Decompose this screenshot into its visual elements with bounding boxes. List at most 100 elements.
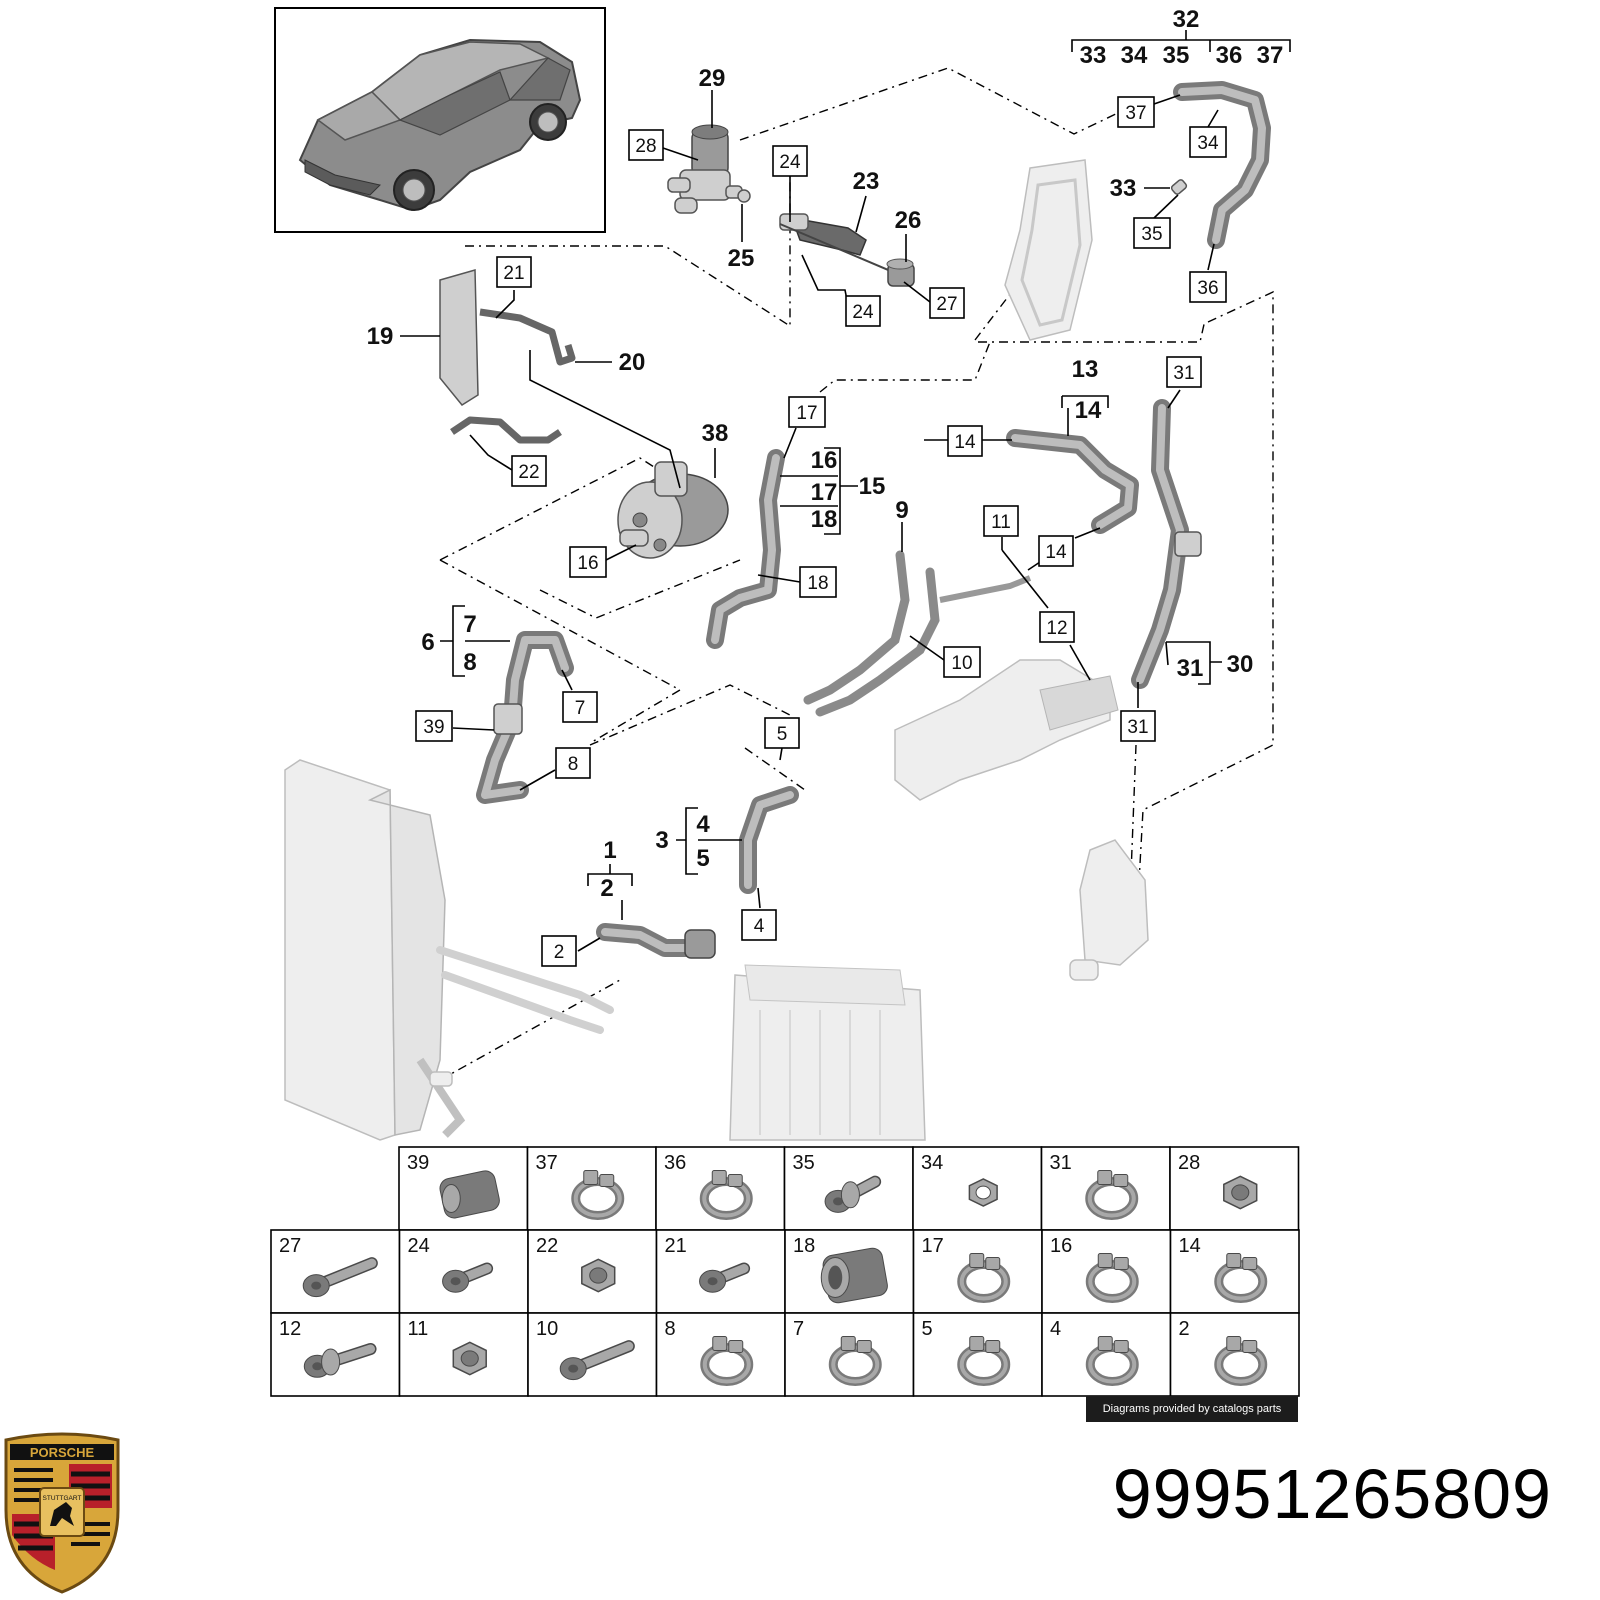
thumbnail-cell-2[interactable]: 2 bbox=[1169, 1312, 1300, 1397]
box-label-8[interactable]: 8 bbox=[555, 747, 591, 779]
thumbnail-cell-39[interactable]: 39 bbox=[398, 1146, 529, 1231]
callout-19[interactable]: 19 bbox=[367, 323, 394, 350]
callout-25[interactable]: 25 bbox=[728, 245, 755, 272]
svg-text:PORSCHE: PORSCHE bbox=[30, 1445, 95, 1460]
box-label-31[interactable]: 31 bbox=[1120, 710, 1156, 742]
thumbnail-cell-7[interactable]: 7 bbox=[784, 1312, 915, 1397]
thumbnail-cell-10[interactable]: 10 bbox=[527, 1312, 658, 1397]
thumbnail-cell-17[interactable]: 17 bbox=[912, 1229, 1043, 1314]
box-label-12[interactable]: 12 bbox=[1039, 611, 1075, 643]
thumbnail-cell-16[interactable]: 16 bbox=[1041, 1229, 1172, 1314]
thumbnail-cell-21[interactable]: 21 bbox=[655, 1229, 786, 1314]
thumbnail-cell-4[interactable]: 4 bbox=[1041, 1312, 1172, 1397]
thumbnail-cell-31[interactable]: 31 bbox=[1040, 1146, 1171, 1231]
front-carrier-bracket bbox=[894, 659, 1119, 801]
box-label-17[interactable]: 17 bbox=[788, 396, 826, 428]
callout-30[interactable]: 30 bbox=[1227, 651, 1254, 678]
callout-13[interactable]: 13 bbox=[1072, 356, 1099, 383]
callout-5[interactable]: 5 bbox=[696, 845, 709, 872]
callout-34-top[interactable]: 34 bbox=[1121, 42, 1148, 69]
thumbnail-cell-11[interactable]: 11 bbox=[398, 1312, 529, 1397]
svg-text:35: 35 bbox=[1141, 224, 1162, 245]
thumbnail-cell-27[interactable]: 27 bbox=[270, 1229, 401, 1314]
callout-26[interactable]: 26 bbox=[895, 207, 922, 234]
callout-38[interactable]: 38 bbox=[702, 420, 729, 447]
callout-31[interactable]: 31 bbox=[1177, 655, 1204, 682]
thumbnail-label: 39 bbox=[407, 1152, 429, 1174]
thumbnail-cell-34[interactable]: 34 bbox=[912, 1146, 1043, 1231]
callout-6[interactable]: 6 bbox=[421, 629, 434, 656]
callout-23[interactable]: 23 bbox=[853, 168, 880, 195]
box-label-35[interactable]: 35 bbox=[1133, 217, 1171, 249]
callout-32[interactable]: 32 bbox=[1173, 6, 1200, 33]
box-label-18[interactable]: 18 bbox=[799, 566, 837, 598]
thumbnail-part-icon bbox=[1223, 1175, 1258, 1210]
thumbnail-cell-12[interactable]: 12 bbox=[270, 1312, 401, 1397]
box-label-31[interactable]: 31 bbox=[1166, 356, 1202, 388]
coolant-hose-3 bbox=[739, 786, 799, 894]
svg-text:24: 24 bbox=[779, 152, 801, 173]
callout-15[interactable]: 15 bbox=[859, 473, 886, 500]
thumbnail-label: 7 bbox=[793, 1318, 804, 1340]
thumbnail-cell-37[interactable]: 37 bbox=[526, 1146, 657, 1231]
callout-33[interactable]: 33 bbox=[1110, 175, 1137, 202]
box-label-22[interactable]: 22 bbox=[511, 455, 547, 487]
box-label-34[interactable]: 34 bbox=[1189, 126, 1227, 158]
thumbnail-cell-22[interactable]: 22 bbox=[527, 1229, 658, 1314]
box-label-4[interactable]: 4 bbox=[741, 909, 777, 941]
box-label-24[interactable]: 24 bbox=[772, 145, 808, 177]
box-label-14[interactable]: 14 bbox=[947, 425, 983, 457]
box-label-27[interactable]: 27 bbox=[929, 287, 965, 319]
box-label-24[interactable]: 24 bbox=[845, 295, 881, 327]
thumbnail-cell-24[interactable]: 24 bbox=[398, 1229, 529, 1314]
thumbnail-cell-14[interactable]: 14 bbox=[1169, 1229, 1300, 1314]
box-label-39[interactable]: 39 bbox=[415, 710, 453, 742]
thumbnail-label: 12 bbox=[279, 1318, 301, 1340]
box-label-5[interactable]: 5 bbox=[764, 717, 800, 749]
callout-2[interactable]: 2 bbox=[600, 875, 613, 902]
svg-text:36: 36 bbox=[1197, 278, 1218, 299]
callout-29[interactable]: 29 bbox=[699, 65, 726, 92]
callout-37-top[interactable]: 37 bbox=[1257, 42, 1284, 69]
callout-8[interactable]: 8 bbox=[463, 649, 476, 676]
thumbnail-part-icon bbox=[957, 1336, 1011, 1386]
thumbnail-label: 18 bbox=[793, 1235, 815, 1257]
callout-1[interactable]: 1 bbox=[603, 837, 616, 864]
thumbnail-part-icon bbox=[699, 1170, 753, 1220]
thumbnail-cell-36[interactable]: 36 bbox=[655, 1146, 786, 1231]
box-label-14[interactable]: 14 bbox=[1038, 535, 1074, 567]
callout-7[interactable]: 7 bbox=[463, 611, 476, 638]
thumbnail-cell-18[interactable]: 18 bbox=[784, 1229, 915, 1314]
box-label-11[interactable]: 11 bbox=[983, 505, 1019, 537]
callout-3[interactable]: 3 bbox=[655, 827, 668, 854]
thumbnail-part-icon bbox=[303, 1342, 377, 1378]
svg-text:12: 12 bbox=[1046, 618, 1067, 639]
coolant-hose-30 bbox=[1131, 399, 1202, 689]
callout-20[interactable]: 20 bbox=[619, 349, 646, 376]
callout-35-top[interactable]: 35 bbox=[1163, 42, 1190, 69]
callout-18[interactable]: 18 bbox=[811, 506, 838, 533]
thumbnail-label: 35 bbox=[793, 1152, 815, 1174]
box-label-21[interactable]: 21 bbox=[496, 256, 532, 288]
callout-17[interactable]: 17 bbox=[811, 479, 838, 506]
box-label-36[interactable]: 36 bbox=[1189, 271, 1227, 303]
box-label-28[interactable]: 28 bbox=[628, 129, 664, 161]
box-label-10[interactable]: 10 bbox=[943, 646, 981, 678]
callout-14[interactable]: 14 bbox=[1075, 397, 1102, 424]
box-label-2[interactable]: 2 bbox=[541, 935, 577, 967]
coolant-hose-1 bbox=[596, 923, 716, 959]
callout-33-top[interactable]: 33 bbox=[1080, 42, 1107, 69]
thumbnail-cell-5[interactable]: 5 bbox=[912, 1312, 1043, 1397]
callout-9[interactable]: 9 bbox=[895, 497, 908, 524]
thumbnail-cell-8[interactable]: 8 bbox=[655, 1312, 786, 1397]
box-label-7[interactable]: 7 bbox=[562, 691, 598, 723]
thumbnail-cell-35[interactable]: 35 bbox=[783, 1146, 914, 1231]
box-label-37[interactable]: 37 bbox=[1117, 96, 1155, 128]
thumbnail-cell-28[interactable]: 28 bbox=[1169, 1146, 1300, 1231]
svg-text:16: 16 bbox=[577, 553, 598, 574]
callout-4[interactable]: 4 bbox=[696, 811, 710, 838]
box-label-16[interactable]: 16 bbox=[569, 546, 607, 578]
callout-16[interactable]: 16 bbox=[811, 447, 838, 474]
callout-36-top[interactable]: 36 bbox=[1216, 42, 1243, 69]
rubber-mount bbox=[886, 258, 915, 287]
